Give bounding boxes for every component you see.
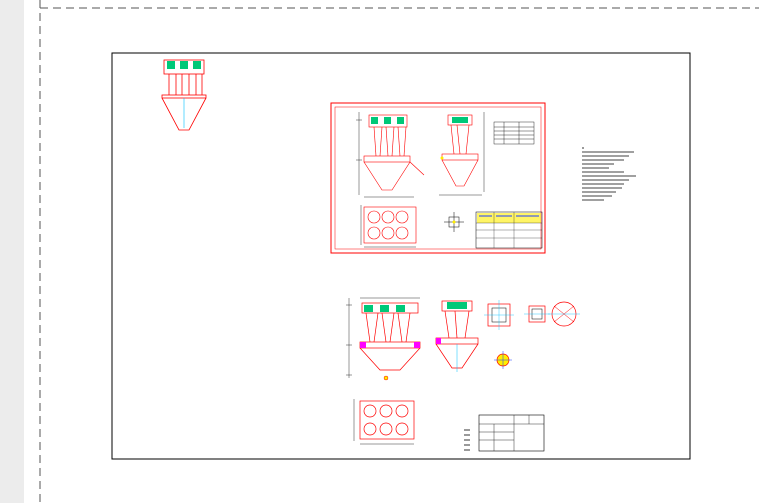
section-c[interactable]	[548, 301, 580, 327]
sheet-title-block	[475, 211, 543, 249]
front-view[interactable]	[346, 297, 421, 381]
drawing-frame	[111, 52, 691, 460]
dashed-sheet-border	[39, 0, 759, 503]
top-view[interactable]	[353, 399, 415, 445]
drawing-sheet	[24, 0, 759, 503]
side-view[interactable]	[435, 300, 479, 372]
assembly-sheet[interactable]	[330, 102, 546, 254]
section-a[interactable]	[484, 300, 514, 330]
title-block	[464, 414, 545, 452]
detail-circle[interactable]	[494, 351, 512, 369]
section-b[interactable]	[524, 305, 550, 323]
cad-drawing-canvas[interactable]	[24, 0, 759, 503]
notes-block	[582, 147, 636, 201]
cyclone-preview[interactable]	[161, 59, 207, 131]
